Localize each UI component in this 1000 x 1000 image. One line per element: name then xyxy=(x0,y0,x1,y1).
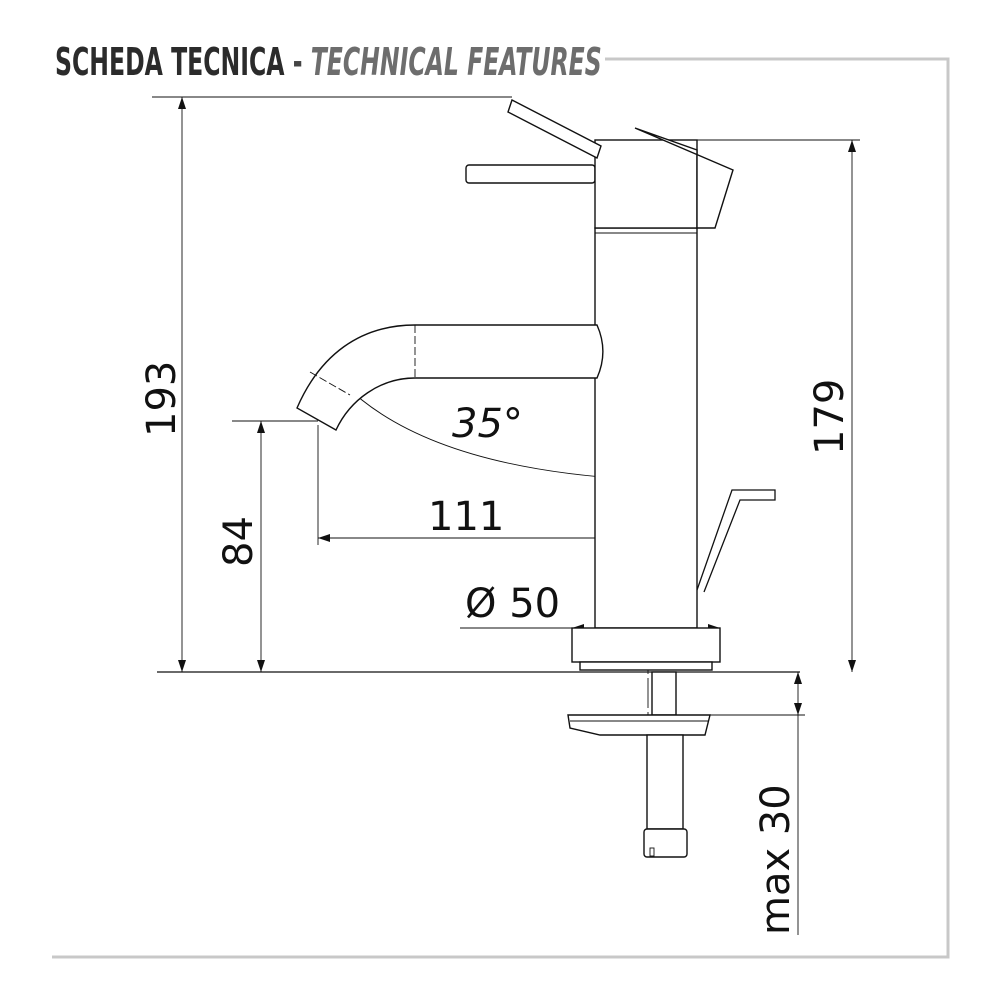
dimension-spout-angle: 35° xyxy=(343,383,647,484)
label-max-deck: max 30 xyxy=(753,784,799,935)
page-header: SCHEDA TECNICA - TECHNICAL FEATURES xyxy=(55,40,602,84)
header-title: SCHEDA TECNICA xyxy=(55,40,285,84)
spout xyxy=(296,324,604,431)
lever-handle xyxy=(507,99,602,159)
label-spout-reach: 111 xyxy=(428,494,504,540)
mixer-head xyxy=(594,139,698,229)
frame-border xyxy=(52,57,950,959)
dimension-overall-height: 193 xyxy=(139,96,512,672)
label-spout-angle: 35° xyxy=(452,401,523,447)
dimension-body-height: 179 xyxy=(697,139,860,672)
dimension-spout-reach: 111 xyxy=(317,425,648,545)
dimension-spout-height: 84 xyxy=(216,420,318,672)
header-separator: - xyxy=(292,40,303,84)
dimension-max-deck: max 30 xyxy=(700,672,805,935)
fixing-kit xyxy=(567,671,711,858)
label-base-diameter: Ø 50 xyxy=(465,581,560,627)
threaded-rod xyxy=(651,671,677,716)
label-overall-height: 193 xyxy=(139,361,185,437)
header-subtitle: TECHNICAL FEATURES xyxy=(310,40,602,84)
mixer-cap xyxy=(634,127,734,229)
fixing-nut xyxy=(643,828,688,858)
fixing-plate xyxy=(567,714,711,736)
base-ring xyxy=(571,627,721,663)
popup-rod xyxy=(696,489,776,593)
knob-stem xyxy=(465,164,596,184)
faucet xyxy=(296,99,776,671)
label-spout-height: 84 xyxy=(216,516,262,567)
base-gasket xyxy=(579,661,713,671)
faucet-column xyxy=(594,227,698,629)
label-body-height: 179 xyxy=(807,379,853,455)
fixing-stem xyxy=(646,734,684,830)
